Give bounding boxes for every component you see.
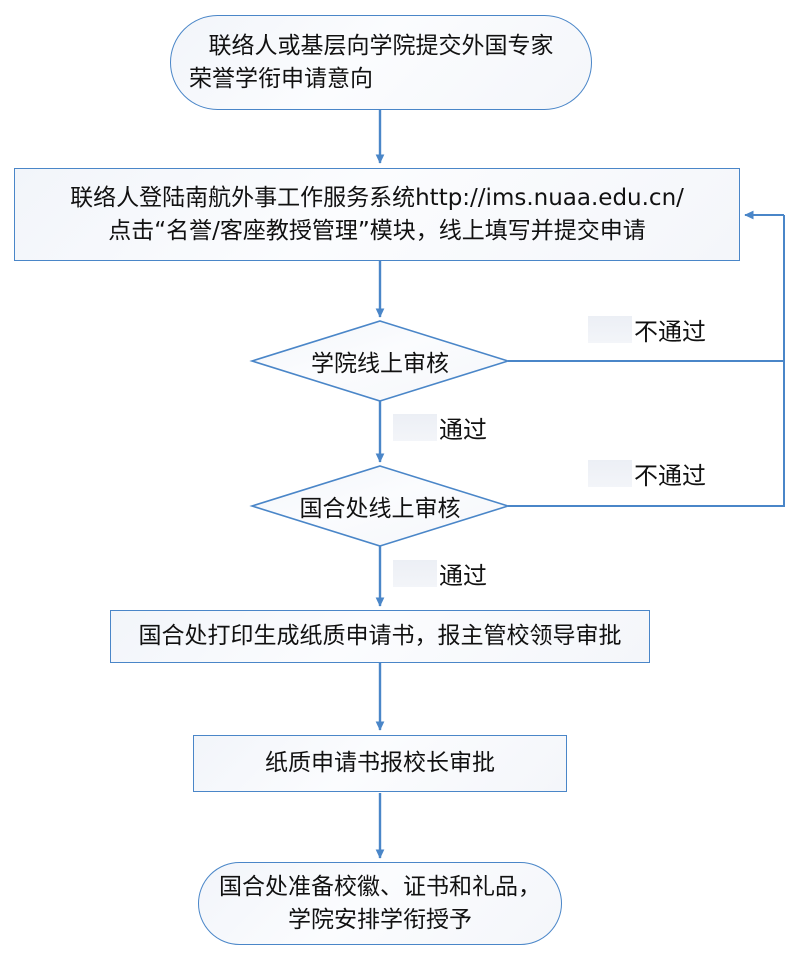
- node-print-apply-line-1: 国合处打印生成纸质申请书，报主管校领导审批: [138, 623, 622, 650]
- node-submit-line-1: 联络人登陆南航外事工作服务系统http://ims.nuaa.edu.cn/: [70, 184, 684, 211]
- edge-label-ghc-fail-text: 不通过: [634, 462, 706, 490]
- edge-label-swatch: [393, 414, 437, 441]
- edge-label-college-fail-text: 不通过: [634, 318, 706, 346]
- node-award-line-2: 学院安排学衔授予: [288, 906, 472, 933]
- edge-label-swatch: [588, 460, 632, 487]
- edge-label-college-pass-text: 通过: [439, 416, 487, 444]
- node-college-review[interactable]: 学院线上审核: [252, 321, 508, 401]
- node-submit-line-2: 点击“名誉/客座教授管理”模块，线上填写并提交申请: [108, 217, 646, 244]
- edge-label-swatch: [588, 316, 632, 343]
- edge-label-ghc-fail: 不通过: [588, 456, 706, 491]
- edge-label-college-fail: 不通过: [588, 312, 706, 347]
- edge-label-college-pass: 通过: [393, 410, 487, 445]
- edge-label-ghc-pass-text: 通过: [439, 562, 487, 590]
- edge-label-swatch: [393, 560, 437, 587]
- node-award[interactable]: 国合处准备校徽、证书和礼品， 学院安排学衔授予: [198, 862, 562, 945]
- node-president-approve[interactable]: 纸质申请书报校长审批: [193, 735, 567, 792]
- node-ghc-review[interactable]: 国合处线上审核: [252, 466, 508, 546]
- edge-label-ghc-pass: 通过: [393, 556, 487, 591]
- node-start[interactable]: 联络人或基层向学院提交外国专家 荣誉学衔申请意向: [170, 15, 592, 110]
- node-ghc-review-label: 国合处线上审核: [299, 496, 461, 522]
- node-submit[interactable]: 联络人登陆南航外事工作服务系统http://ims.nuaa.edu.cn/ 点…: [14, 168, 740, 261]
- node-president-approve-line-1: 纸质申请书报校长审批: [265, 750, 495, 777]
- node-start-line-2: 荣誉学衔申请意向: [189, 65, 373, 92]
- node-college-review-label: 学院线上审核: [311, 351, 449, 377]
- node-print-apply[interactable]: 国合处打印生成纸质申请书，报主管校领导审批: [110, 610, 650, 663]
- node-award-line-1: 国合处准备校徽、证书和礼品，: [219, 873, 541, 900]
- node-start-line-1: 联络人或基层向学院提交外国专家: [208, 32, 554, 59]
